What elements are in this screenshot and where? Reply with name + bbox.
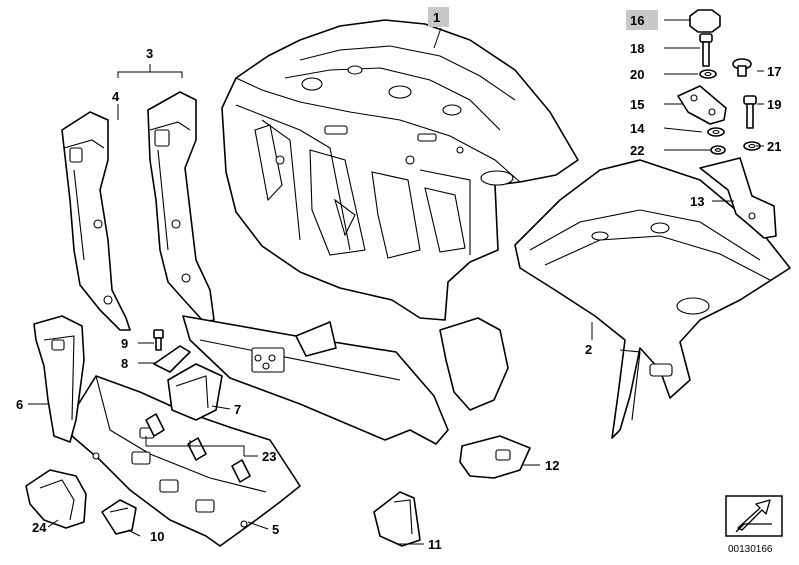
reference-number: 00130166 [728, 544, 773, 555]
part-1-rear-panel[interactable] [221, 19, 579, 321]
callout-5[interactable]: 5 [272, 522, 279, 537]
callout-3[interactable]: 3 [146, 46, 153, 61]
callout-19[interactable]: 19 [767, 97, 781, 112]
callout-6[interactable]: 6 [16, 397, 23, 412]
part-19-bolt[interactable] [743, 95, 757, 129]
part-13-mounting-plate[interactable] [699, 157, 777, 239]
part-7-bracket[interactable] [167, 363, 223, 421]
callout-24[interactable]: 24 [32, 520, 47, 535]
callout-1-highlight [428, 7, 449, 27]
part-15-plate[interactable] [677, 85, 727, 125]
leader-lines [28, 19, 764, 545]
callout-13[interactable]: 13 [690, 194, 704, 209]
callout-16-highlight [626, 10, 658, 30]
callout-20[interactable]: 20 [630, 67, 644, 82]
part-20-washer[interactable] [699, 69, 717, 79]
part-10-small-bracket[interactable] [101, 499, 137, 535]
part-5-lower-section[interactable] [71, 375, 301, 547]
part-21-washer[interactable] [743, 141, 761, 151]
part-18-bolt[interactable] [699, 33, 713, 67]
part-14-washer[interactable] [707, 127, 725, 137]
callout-7[interactable]: 7 [234, 402, 241, 417]
part-11-bracket[interactable] [373, 491, 421, 547]
callout-14[interactable]: 14 [630, 121, 645, 136]
part-6-left-bracket[interactable] [33, 315, 85, 443]
part-16-nut[interactable] [689, 9, 721, 33]
callout-12[interactable]: 12 [545, 458, 559, 473]
callout-18[interactable]: 18 [630, 41, 644, 56]
part-9-screw[interactable] [153, 329, 164, 351]
part-12-bracket[interactable] [459, 435, 531, 479]
callout-10[interactable]: 10 [150, 529, 164, 544]
return-arrow-icon [725, 495, 783, 537]
callout-2[interactable]: 2 [585, 342, 592, 357]
part-3-right-pillar[interactable] [147, 91, 215, 323]
callout-17[interactable]: 17 [767, 64, 781, 79]
part-8-clip[interactable] [153, 345, 191, 373]
part-2-package-shelf[interactable] [514, 159, 791, 439]
callout-16[interactable]: 16 [630, 13, 644, 28]
callouts: 1 2 3 4 5 6 7 8 9 10 11 12 13 14 15 16 1… [16, 7, 781, 552]
callout-22[interactable]: 22 [630, 143, 644, 158]
callout-9[interactable]: 9 [121, 336, 128, 351]
callout-1[interactable]: 1 [433, 10, 440, 25]
callout-11[interactable]: 11 [428, 537, 442, 552]
part-24-bracket[interactable] [25, 469, 87, 529]
part-17-clip[interactable] [732, 58, 752, 77]
part-4-left-pillar[interactable] [61, 111, 131, 331]
callout-23[interactable]: 23 [262, 449, 276, 464]
part-23-clips[interactable] [145, 413, 251, 483]
callout-15[interactable]: 15 [630, 97, 644, 112]
crossmember[interactable] [182, 315, 509, 445]
callout-21[interactable]: 21 [767, 139, 781, 154]
callout-8[interactable]: 8 [121, 356, 128, 371]
callout-4[interactable]: 4 [112, 89, 120, 104]
part-22-nut[interactable] [710, 145, 726, 155]
